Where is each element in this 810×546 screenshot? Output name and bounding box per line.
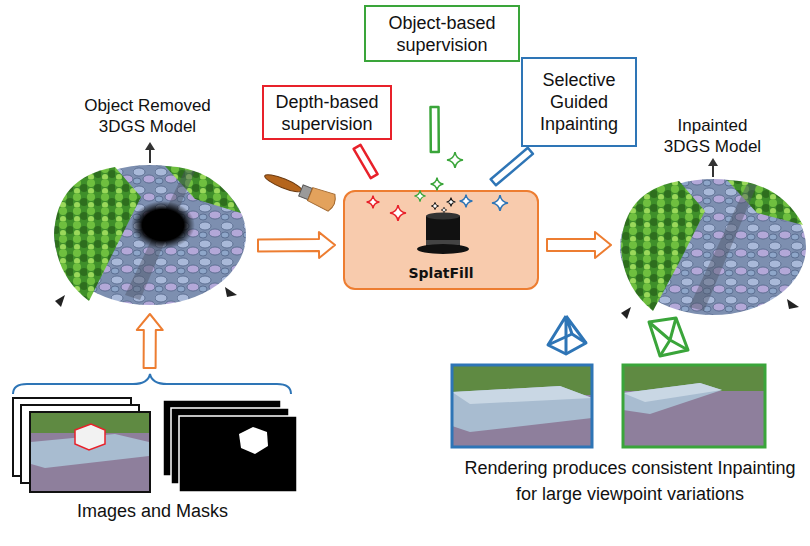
render-view-green	[623, 365, 765, 447]
model-illustration: Object Removed 3DGS Model	[45, 95, 250, 310]
magic-wand-connector	[354, 145, 378, 178]
axis-head	[145, 142, 155, 150]
brush-bristles	[307, 186, 338, 212]
plant-splats	[621, 181, 705, 311]
frustum-base	[548, 334, 586, 354]
caption-note: Rendering produces consistent Inpainting…	[460, 455, 800, 507]
brace	[13, 374, 291, 394]
box-text: Selective Guided Inpainting	[523, 69, 635, 135]
box-text: Object-based supervision	[366, 12, 518, 56]
plant-splats	[54, 167, 141, 301]
input-image	[30, 412, 150, 492]
axis-head	[708, 158, 718, 166]
box-text: Depth-based supervision	[264, 91, 390, 135]
green-sparkle	[447, 152, 463, 168]
inpainting-box: Selective Guided Inpainting	[521, 57, 637, 147]
removed-hole	[131, 201, 195, 249]
bench-top	[452, 386, 592, 404]
brush-ferrule	[299, 185, 313, 200]
stone-splats	[620, 179, 806, 315]
axis-line	[149, 149, 151, 163]
path-stripe	[689, 184, 757, 311]
model-illustration: Inpainted 3DGS Model	[615, 115, 810, 320]
camera-frustum-green	[649, 318, 688, 356]
model-heading: Images and Masks	[5, 501, 300, 522]
method-box: SplatFill	[343, 190, 539, 290]
hollow-arrow	[258, 232, 335, 258]
supervision-box: Depth-based supervision	[262, 85, 392, 140]
view-frame-blue	[452, 365, 592, 447]
hollow-arrow	[137, 314, 163, 368]
paintbrush	[261, 167, 337, 212]
hat-sparkle	[431, 202, 438, 209]
hat-sparkle	[441, 207, 447, 213]
paving	[623, 365, 765, 447]
hat-crown	[426, 216, 460, 248]
green-sparkle	[431, 178, 444, 191]
hollow-arrow	[547, 232, 611, 258]
frustum-edges	[649, 318, 688, 356]
frustum-base	[649, 318, 688, 356]
method-name: SplatFill	[345, 265, 537, 281]
stone-splats	[54, 165, 246, 305]
axis-line	[712, 165, 714, 177]
trees	[452, 365, 592, 395]
axis-marker	[787, 299, 799, 309]
magic-wand-connector	[491, 148, 533, 186]
path-stripe	[125, 170, 195, 300]
bench	[452, 386, 592, 432]
view-frame-green	[623, 365, 765, 447]
render-view-blue	[452, 365, 592, 447]
mask-region	[239, 427, 268, 454]
bench-top	[623, 383, 722, 402]
paving	[452, 365, 592, 447]
hat-top	[426, 213, 460, 220]
trees	[623, 365, 765, 391]
camera-frustum-blue	[548, 316, 586, 354]
frustum-edges	[548, 316, 586, 354]
model-heading: Object Removed 3DGS Model	[68, 95, 228, 137]
supervision-box: Object-based supervision	[364, 5, 520, 62]
bench	[623, 383, 722, 414]
axis-marker	[55, 295, 65, 307]
magic-wand-connector	[431, 107, 439, 152]
input-group: Images and Masks	[5, 372, 300, 528]
axis-marker	[621, 307, 631, 319]
model-heading: Inpainted 3DGS Model	[655, 115, 770, 157]
mask	[179, 416, 297, 492]
hat-brim	[417, 244, 469, 254]
object-box	[75, 424, 105, 450]
axis-marker	[225, 287, 237, 297]
brush-handle	[263, 172, 303, 195]
hat-sparkle	[447, 198, 456, 207]
